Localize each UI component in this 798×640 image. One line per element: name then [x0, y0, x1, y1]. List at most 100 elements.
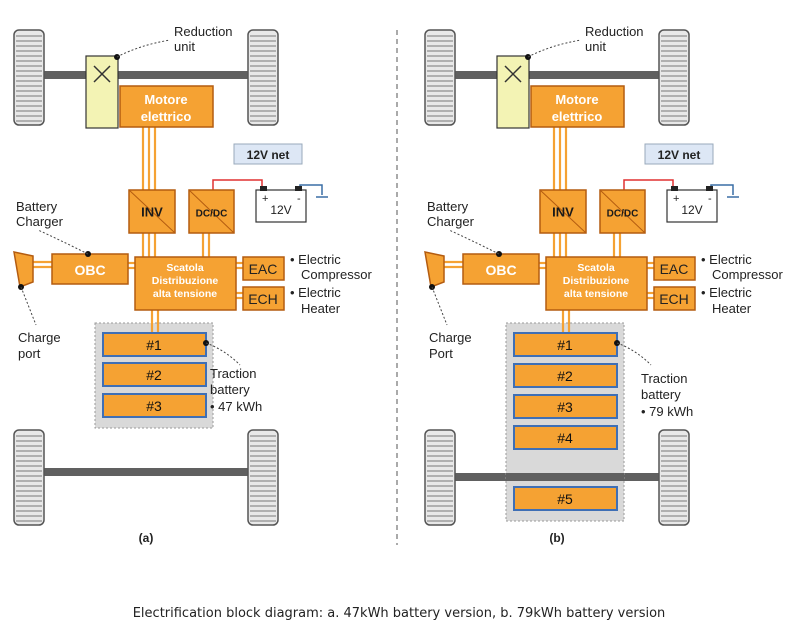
reduction-unit-label: unit [174, 39, 195, 54]
front-left-wheel [424, 29, 456, 126]
battery-module [513, 425, 618, 450]
motor-label: elettrico [141, 109, 192, 124]
inv-label: INV [552, 205, 574, 220]
reduction-leader [116, 39, 171, 58]
net-12v-label: 12V net [247, 148, 290, 162]
charge-port-shape [424, 251, 445, 289]
battery-12v-terminal [260, 186, 267, 191]
scatola-label: Scatola [166, 262, 204, 274]
traction-leader [616, 342, 652, 366]
scatola-label: Distribuzione [563, 275, 630, 287]
net-12v-box [644, 143, 714, 165]
traction-battery-label: Traction [641, 371, 687, 386]
scatola-box [134, 256, 237, 311]
eac-description: Compressor [301, 267, 372, 282]
reduction-unit-label: unit [585, 39, 606, 54]
rear-axle-overlay [506, 473, 624, 481]
net-12v-label: 12V net [658, 148, 701, 162]
front-axle [40, 71, 250, 79]
motor-label: Motore [144, 92, 187, 107]
scatola-box [545, 256, 648, 311]
battery-12v-minus: - [297, 193, 301, 205]
battery-12v-terminal [295, 186, 302, 191]
front-left-wheel [13, 29, 45, 126]
rear-right-wheel [247, 429, 279, 526]
battery-12v-terminal [671, 186, 678, 191]
obc-box [462, 253, 540, 285]
figure-caption: Electrification block diagram: a. 47kWh … [132, 606, 666, 621]
battery-module [102, 393, 207, 418]
battery-module-label: #2 [146, 367, 162, 383]
battery-charger-label: Charger [427, 214, 475, 229]
traction-battery-label: Traction [210, 366, 256, 381]
reduction-cross [93, 65, 111, 83]
eac-box [653, 256, 696, 281]
reduction-unit-label: Reduction [174, 24, 233, 39]
charger-leader [448, 229, 500, 255]
rear-left-wheel [13, 429, 45, 526]
motor-label: elettrico [552, 109, 603, 124]
battery-module-label: #3 [557, 399, 573, 415]
battery-12v-label: 12V [270, 203, 291, 217]
battery-module [513, 363, 618, 388]
front-right-wheel [247, 29, 279, 126]
obc-label: OBC [74, 262, 105, 278]
battery-capacity: • 47 kWh [210, 399, 262, 414]
dcdc-diagonal [599, 189, 646, 234]
battery-charger-label: Battery [427, 199, 469, 214]
rear-right-wheel [658, 429, 690, 526]
charger-leader [37, 229, 89, 255]
eac-box [242, 256, 285, 281]
battery-12v-label: 12V [681, 203, 702, 217]
panel-label: (a) [139, 531, 154, 545]
wire-12v-positive [623, 179, 674, 190]
dcdc-diagonal [188, 189, 235, 234]
ech-label: ECH [659, 291, 689, 307]
ech-label: ECH [248, 291, 278, 307]
battery-module [102, 362, 207, 387]
battery-12v-plus: + [262, 193, 268, 205]
battery-12v-minus: - [708, 193, 712, 205]
eac-description: Compressor [712, 267, 783, 282]
rear-axle [40, 468, 250, 476]
eac-description: • Electric [701, 252, 752, 267]
inv-label: INV [141, 205, 163, 220]
battery-module-label: #5 [557, 491, 573, 507]
dcdc-label: DC/DC [607, 209, 639, 220]
motor-box [530, 85, 625, 128]
eac-description: • Electric [290, 252, 341, 267]
reduction-cross [504, 65, 522, 83]
scatola-label: Distribuzione [152, 275, 219, 287]
eac-label: EAC [660, 261, 689, 277]
eac-label: EAC [249, 261, 278, 277]
battery-charger-label: Battery [16, 199, 58, 214]
scatola-label: alta tensione [153, 288, 217, 300]
traction-battery-label: battery [641, 387, 681, 402]
scatola-label: alta tensione [564, 288, 628, 300]
traction-leader [205, 342, 241, 366]
battery-charger-label: Charger [16, 214, 64, 229]
ech-description: • Electric [290, 285, 341, 300]
front-right-wheel [658, 29, 690, 126]
inv-diagonal [128, 189, 176, 234]
net-12v-box [233, 143, 303, 165]
battery-12v-box [255, 189, 307, 223]
wire-12v-positive [212, 179, 263, 190]
front-axle [451, 71, 661, 79]
port-leader [431, 286, 448, 326]
inv-diagonal [539, 189, 587, 234]
ech-description: Heater [712, 301, 752, 316]
battery-module [513, 394, 618, 419]
battery-12v-box [666, 189, 718, 223]
battery-12v-plus: + [673, 193, 679, 205]
battery-module-label: #1 [557, 337, 573, 353]
port-leader [20, 286, 37, 326]
ech-box [653, 286, 696, 311]
reduction-unit-box [85, 55, 119, 129]
obc-label: OBC [485, 262, 516, 278]
battery-module [513, 486, 618, 511]
motor-label: Motore [555, 92, 598, 107]
reduction-leader [527, 39, 582, 58]
